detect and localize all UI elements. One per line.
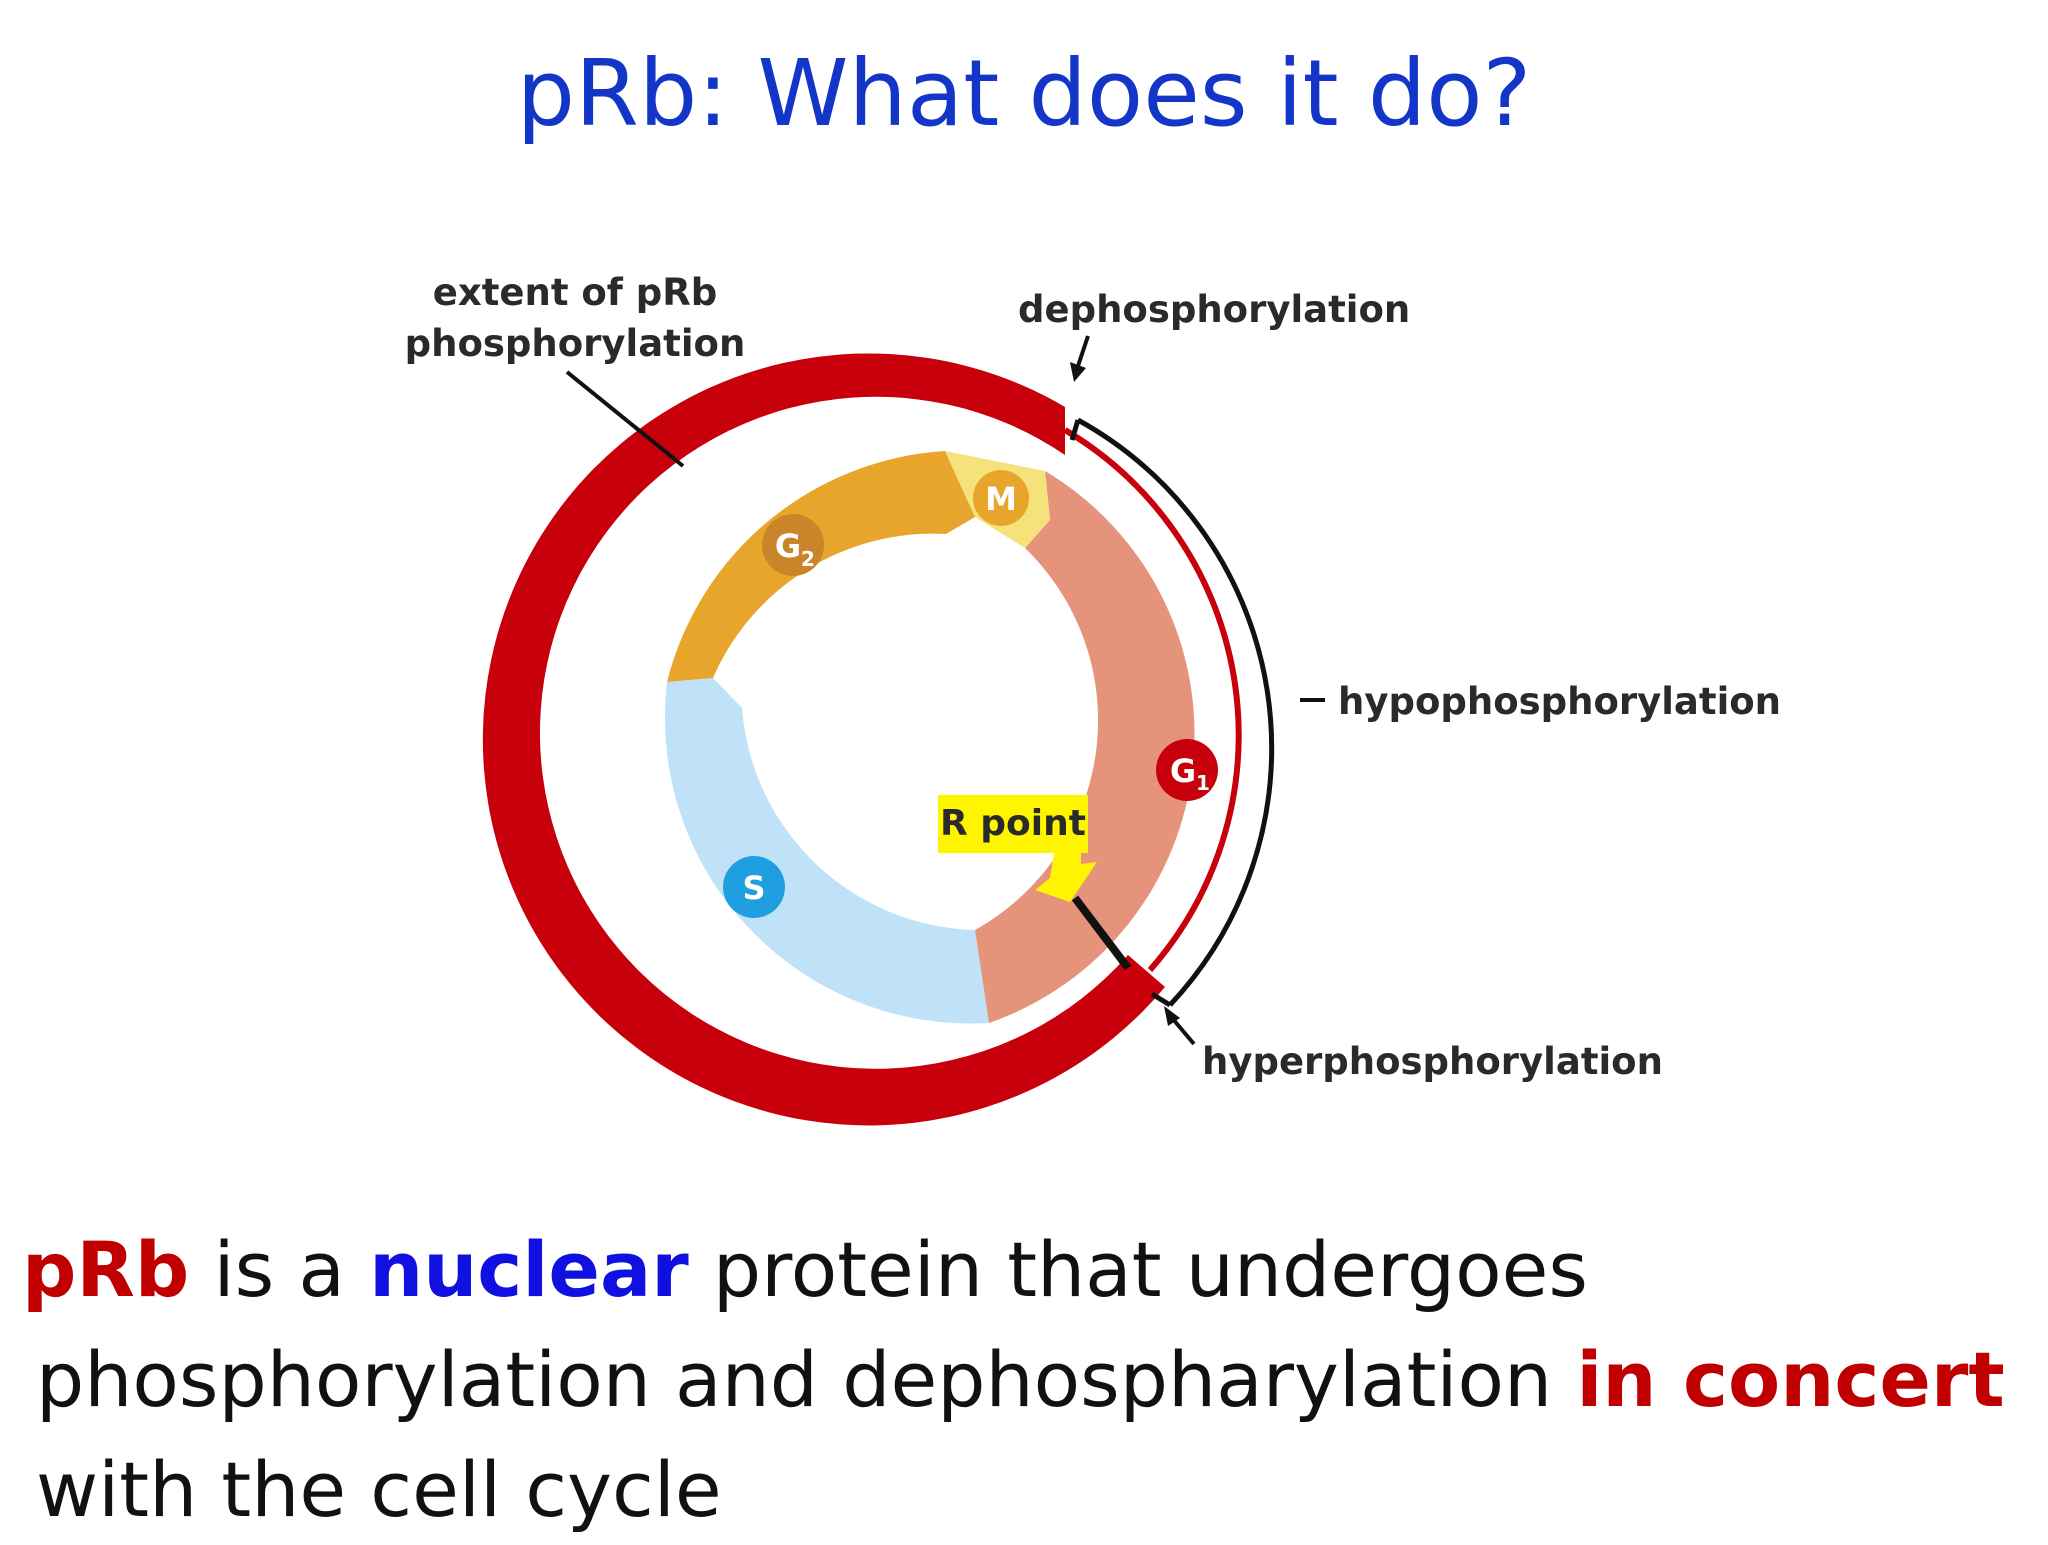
r-point-line [1071,895,1132,971]
hypophosphorylation-label: hypophosphorylation [1338,680,1781,723]
dephosphorylation-arrow-line [1076,335,1090,367]
hyperphosphorylation-arrowhead [1164,1006,1180,1026]
hypophosphorylation-bracket [1076,417,1275,1007]
g2-badge-letter: G [775,527,801,565]
hyperphosphorylation-label: hyperphosphorylation [1202,1040,1663,1083]
r-point-label: R point [940,803,1086,844]
r-point-arrow [1035,848,1097,902]
dephosphorylation-label: dephosphorylation [1018,288,1410,331]
g1-badge-subscript: 1 [1196,771,1210,795]
slide-title: pRb: What does it do? [516,40,1532,147]
m-badge [973,470,1029,526]
g2-segment [667,451,975,682]
phosphorylation-extent-ring [482,353,1165,1126]
dephosphorylation-arrowhead [1070,362,1086,382]
s-segment [664,678,989,1024]
keyword-prb: pRb [22,1225,190,1314]
body-line-2: phosphorylation and dephospharylation in… [22,1325,2022,1435]
s-badge-label: S [742,869,765,907]
body-line-1-text-b: protein that undergoes [688,1225,1589,1314]
m-badge-label: M [985,480,1017,518]
hypophosphorylation-thin-line [1063,427,1242,972]
body-text: pRb is a nuclear protein that undergoes … [22,1215,2022,1545]
body-line-2-text: phosphorylation and dephospharylation [36,1335,1577,1424]
extent-leader-line [565,370,685,468]
extent-label-line2: phosphorylation [405,322,746,365]
hyperphosphorylation-arrow-line [1170,1016,1196,1046]
body-line-1-text-a: is a [189,1225,370,1314]
bracket-end-bottom [1150,991,1172,1008]
extent-label-line1: extent of pRb [433,271,718,314]
g2-badge-subscript: 2 [801,547,815,571]
keyword-in-concert: in concert [1576,1335,2005,1424]
keyword-nuclear: nuclear [369,1225,689,1314]
g1-segment [975,471,1195,1023]
bracket-end-top [1069,419,1081,441]
g1-badge [1156,739,1218,801]
g2-badge [762,514,824,576]
r-point-box [938,795,1088,853]
body-line-1: pRb is a nuclear protein that undergoes [22,1215,2022,1325]
body-line-3: with the cell cycle [36,1445,722,1534]
s-badge [723,856,785,918]
g1-badge-letter: G [1170,752,1196,790]
